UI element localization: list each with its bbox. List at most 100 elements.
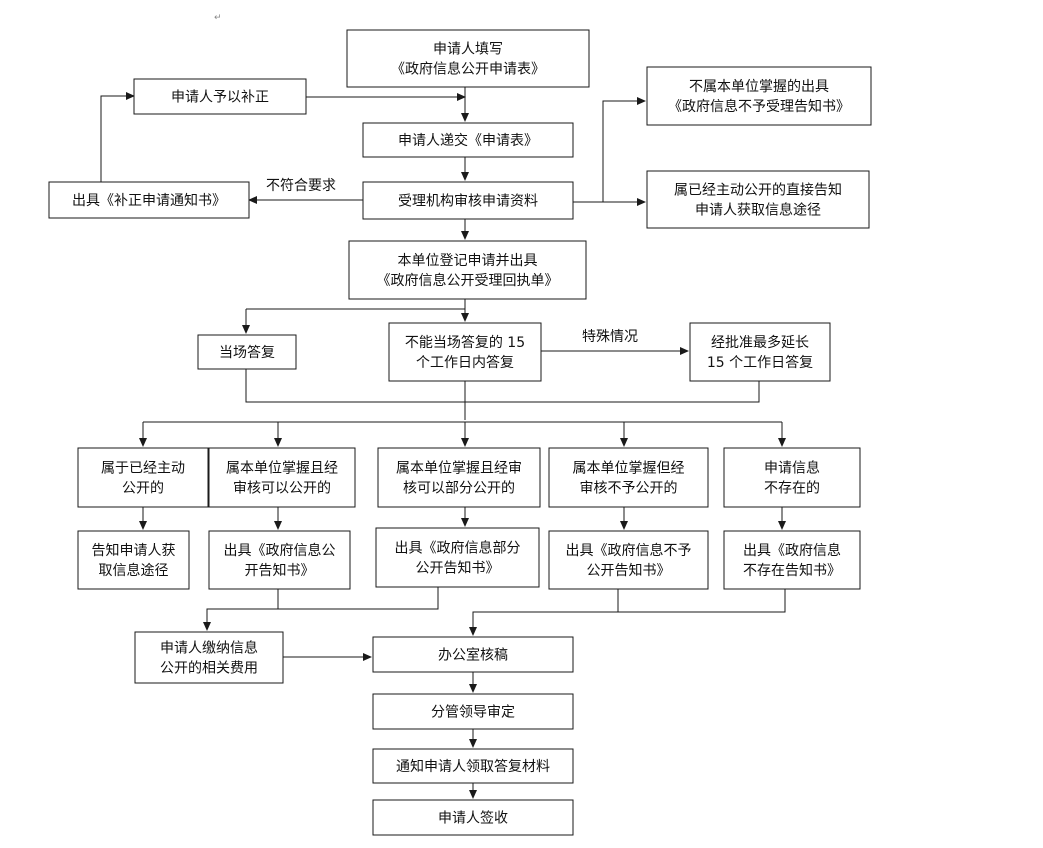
edge-o5-merge — [618, 589, 786, 613]
node-leader: 分管领导审定 — [372, 693, 574, 730]
node-label: 不属本单位掌握的出具 — [689, 79, 829, 95]
edge-issue-supplement — [100, 92, 135, 182]
node-box — [77, 447, 209, 508]
node-box — [548, 530, 709, 590]
node-review: 受理机构审核申请资料 — [362, 181, 574, 220]
node-label: 出具《政府信息部分 — [395, 540, 521, 557]
node-box — [208, 447, 356, 508]
node-label: 出具《政府信息不予 — [566, 542, 692, 559]
node-box — [723, 530, 861, 590]
node-label: 受理机构审核申请资料 — [398, 194, 538, 210]
node-label: 申请人填写 — [433, 42, 503, 58]
node-box — [646, 170, 870, 229]
label-special: 特殊情况 — [582, 329, 638, 345]
node-label: 核可以部分公开的 — [403, 481, 515, 497]
node-label: 《政府信息公开申请表》 — [391, 61, 545, 78]
node-apply-fill: 申请人填写《政府信息公开申请表》 — [346, 29, 590, 88]
node-label: 公开告知书》 — [587, 562, 671, 579]
node-box — [197, 334, 297, 370]
label-not-meet: 不符合要求 — [266, 178, 336, 194]
node-label: 公开的相关费用 — [160, 661, 258, 677]
node-label: 属已经主动公开的直接告知 — [674, 182, 842, 199]
node-label: 申请人签收 — [438, 810, 508, 827]
node-label: 不能当场答复的 15 — [405, 334, 525, 351]
node-box — [362, 181, 574, 220]
node-submit: 申请人递交《申请表》 — [362, 122, 574, 158]
edge-extend-merge — [465, 381, 760, 403]
node-label: 申请人获取信息途径 — [695, 202, 821, 219]
node-label: 申请人予以补正 — [171, 90, 269, 106]
node-label: 属本单位掌握且经 — [226, 461, 338, 477]
node-box — [346, 29, 590, 88]
node-label: 个工作日内答复 — [416, 354, 514, 371]
node-register: 本单位登记申请并出具《政府信息公开受理回执单》 — [348, 240, 587, 300]
node-label: 属于已经主动 — [101, 461, 185, 477]
node-box — [372, 693, 574, 730]
node-box — [548, 447, 709, 508]
node-box — [375, 527, 540, 588]
node-issue-supplement: 出具《补正申请通知书》 — [48, 181, 250, 219]
node-label: 公开告知书》 — [416, 560, 500, 577]
node-label: 出具《政府信息公 — [224, 542, 336, 559]
edge-instant-merge — [245, 369, 465, 403]
node-box — [362, 122, 574, 158]
node-label: 当场答复 — [219, 344, 275, 361]
node-label: 告知申请人获 — [92, 542, 176, 559]
node-box — [48, 181, 250, 219]
node-label: 申请信息 — [764, 460, 820, 477]
node-label: 办公室核稿 — [438, 647, 508, 664]
node-box — [133, 78, 307, 115]
node-label: 不存在的 — [764, 481, 820, 497]
node-label: 经批准最多延长 — [711, 334, 809, 351]
node-box — [689, 322, 831, 382]
node-label: 审核不予公开的 — [580, 481, 678, 497]
paragraph-mark: ↵ — [214, 13, 222, 23]
node-label: 《政府信息不予受理告知书》 — [668, 98, 850, 115]
node-box — [646, 66, 872, 126]
node-supplement: 申请人予以补正 — [133, 78, 307, 115]
node-label: 属本单位掌握但经 — [573, 461, 685, 477]
node-label: 申请人递交《申请表》 — [398, 132, 538, 149]
node-label: 公开的 — [122, 481, 164, 497]
flow-nodes: 申请人填写《政府信息公开申请表》申请人予以补正申请人递交《申请表》出具《补正申请… — [48, 29, 872, 836]
node-label: 属本单位掌握且经审 — [396, 461, 522, 477]
node-box — [372, 748, 574, 784]
node-label: 申请人缴纳信息 — [160, 640, 258, 657]
node-box — [77, 530, 190, 590]
edge-o4-merge — [469, 589, 619, 636]
node-not-held: 不属本单位掌握的出具《政府信息不予受理告知书》 — [646, 66, 872, 126]
node-box — [208, 530, 351, 590]
node-notify: 通知申请人领取答复材料 — [372, 748, 574, 784]
node-label: 通知申请人领取答复材料 — [396, 758, 550, 775]
node-label: 出具《补正申请通知书》 — [72, 192, 226, 209]
node-label: 开告知书》 — [245, 562, 315, 579]
node-reply-15: 不能当场答复的 15 个工作日内答复 — [388, 322, 542, 382]
node-label: 出具《政府信息 — [743, 542, 841, 559]
node-extend: 经批准最多延长 15 个工作日答复 — [689, 322, 831, 382]
node-instant-reply: 当场答复 — [197, 334, 297, 370]
edge-branch-not-held — [602, 97, 646, 202]
node-label: 15 个工作日答复 — [707, 354, 813, 371]
flow-edges — [100, 87, 786, 799]
node-box — [377, 447, 541, 508]
node-box — [388, 322, 542, 382]
node-label: 本单位登记申请并出具 — [398, 253, 538, 269]
edge-o3-merge — [278, 587, 439, 610]
node-box — [723, 447, 861, 508]
node-label: 不存在告知书》 — [743, 562, 841, 579]
node-label: 《政府信息公开受理回执单》 — [377, 272, 559, 289]
node-label: 审核可以公开的 — [233, 481, 331, 497]
